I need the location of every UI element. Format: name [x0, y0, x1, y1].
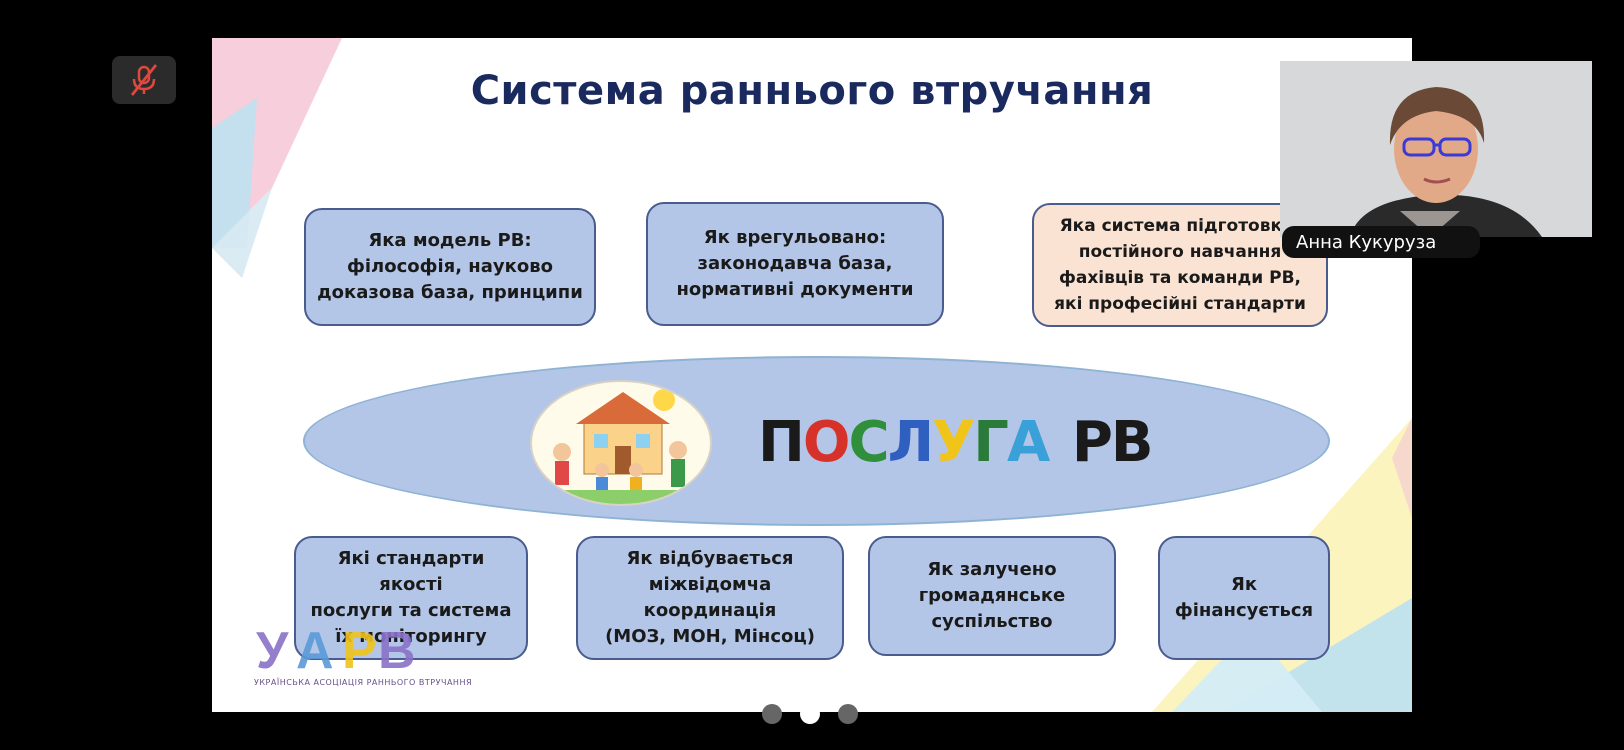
service-ellipse — [303, 356, 1330, 526]
svg-text:А: А — [296, 622, 334, 674]
shared-slide: Система раннього втручання Яка модель РВ… — [212, 38, 1412, 712]
participant-name-tag: Анна Кукуруза — [1282, 226, 1480, 258]
service-letter: О — [802, 410, 851, 475]
participant-video[interactable] — [1280, 61, 1592, 237]
question-box-coordination: Як відбувається міжвідомча координація (… — [576, 536, 844, 660]
slide-decoration — [212, 38, 1412, 712]
question-box-training: Яка система підготовки, постійного навча… — [1032, 203, 1328, 327]
page-dot-2[interactable] — [800, 704, 820, 724]
question-box-civil-society: Як залучено громадянське суспільство — [868, 536, 1116, 656]
svg-text:Р: Р — [342, 622, 377, 674]
question-box-standards: Які стандарти якості послуги та система … — [294, 536, 528, 660]
service-letter: Л — [887, 410, 934, 475]
service-letter: У — [932, 410, 975, 475]
svg-text:В: В — [378, 622, 416, 674]
service-suffix: РВ — [1071, 410, 1154, 475]
service-letter: П — [758, 410, 805, 475]
page-dot-3[interactable] — [838, 704, 858, 724]
service-title: ПОСЛУГА РВ — [758, 410, 1154, 475]
service-letter: Г — [973, 410, 1009, 475]
page-indicator — [762, 704, 858, 724]
question-box-financing: Як фінансується — [1158, 536, 1330, 660]
mic-muted-icon — [130, 64, 158, 96]
question-box-regulation: Як врегульовано: законодавча база, норма… — [646, 202, 944, 326]
service-letter: А — [1006, 410, 1050, 475]
svg-text:У: У — [256, 622, 289, 674]
association-subtitle: УКРАЇНСЬКА АСОЦІАЦІЯ РАННЬОГО ВТРУЧАННЯ — [254, 678, 473, 687]
participant-name: Анна Кукуруза — [1296, 231, 1437, 253]
mute-toggle-button[interactable] — [112, 56, 176, 104]
page-dot-1[interactable] — [762, 704, 782, 724]
service-letter: С — [848, 410, 889, 475]
slide-title: Система раннього втручання — [470, 68, 1154, 114]
association-logo: У А Р В — [256, 620, 426, 680]
question-box-model: Яка модель РВ: філософія, науково доказо… — [304, 208, 596, 326]
family-house-illustration — [530, 380, 712, 506]
